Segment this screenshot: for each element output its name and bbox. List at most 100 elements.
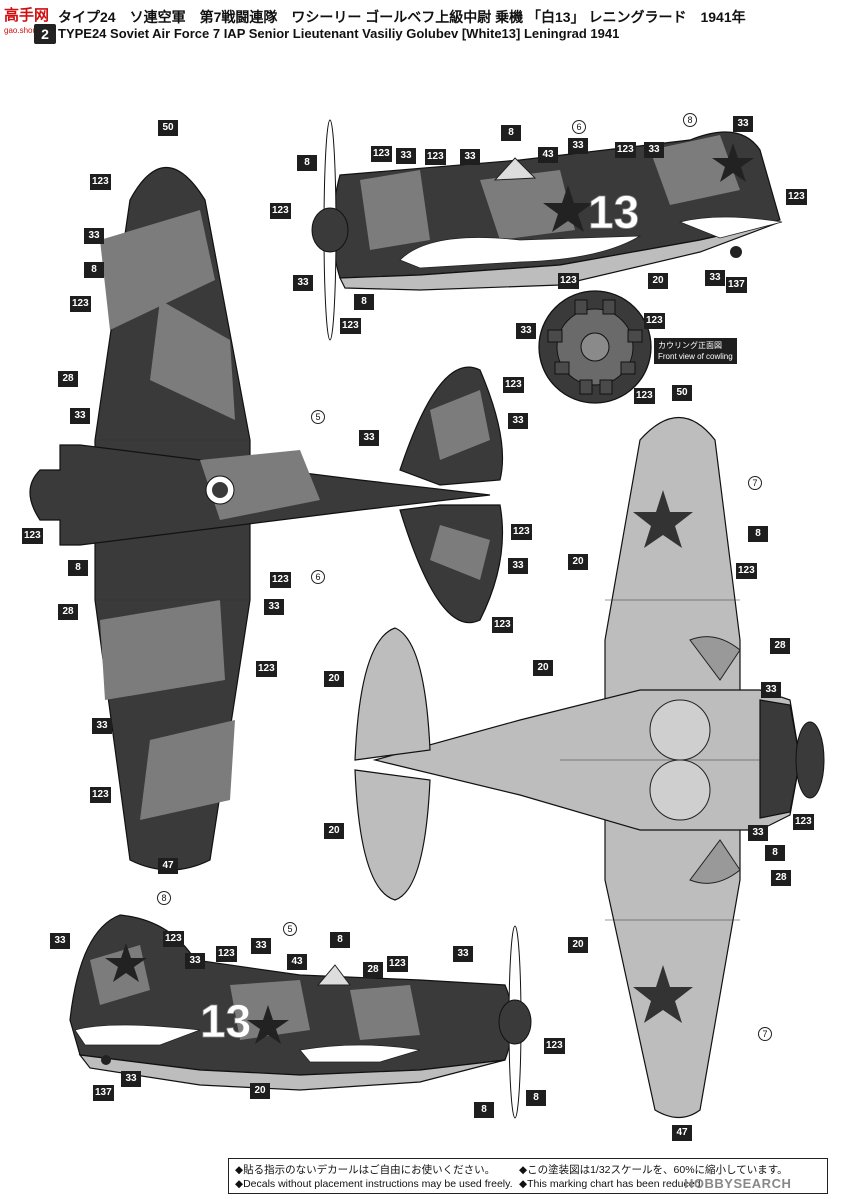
callout-label: 33 bbox=[705, 270, 725, 286]
callout-label: 28 bbox=[58, 604, 78, 620]
callout-label: 47 bbox=[672, 1125, 692, 1141]
callout-label: 137 bbox=[726, 277, 747, 293]
callout-label: 47 bbox=[158, 858, 178, 874]
callout-label: 50 bbox=[672, 385, 692, 401]
callout-label: 33 bbox=[508, 413, 528, 429]
callout-label: 43 bbox=[538, 147, 558, 163]
callout-label: 123 bbox=[544, 1038, 565, 1054]
callout-label: 20 bbox=[648, 273, 668, 289]
footer-notes: ◆貼る指示のないデカールはご自由にお使いください。 ◆Decals withou… bbox=[228, 1158, 828, 1194]
callout-label: 123 bbox=[70, 296, 91, 312]
callout-label: 33 bbox=[121, 1071, 141, 1087]
footer-note2-jp: ◆この塗装図は1/32スケールを、60%に縮小しています。 bbox=[519, 1164, 788, 1176]
callout-label: 123 bbox=[371, 146, 392, 162]
header-title-jp: タイプ24 ソ連空軍 第7戦闘連隊 ワシーリー ゴールベフ上級中尉 乗機 「白1… bbox=[58, 9, 746, 25]
callout-label: 8 bbox=[297, 155, 317, 171]
callout-label: 123 bbox=[90, 787, 111, 803]
decal-ref: 7 bbox=[748, 476, 762, 490]
bottom-view-aircraft bbox=[354, 417, 825, 1119]
callout-label: 20 bbox=[324, 823, 344, 839]
callout-label: 8 bbox=[501, 125, 521, 141]
fuselage-number-right: 13 bbox=[200, 995, 251, 1047]
callout-label: 8 bbox=[765, 845, 785, 861]
callout-label: 33 bbox=[293, 275, 313, 291]
callout-label: 33 bbox=[761, 682, 781, 698]
watermark-site-mark: HOBBYSEARCH bbox=[684, 1176, 792, 1191]
callout-label: 20 bbox=[568, 554, 588, 570]
decal-ref: 6 bbox=[311, 570, 325, 584]
callout-label: 123 bbox=[387, 956, 408, 972]
callout-label: 8 bbox=[474, 1102, 494, 1118]
top-view-aircraft bbox=[29, 166, 504, 871]
callout-label: 33 bbox=[508, 558, 528, 574]
callout-label: 33 bbox=[185, 953, 205, 969]
callout-label: 123 bbox=[511, 524, 532, 540]
callout-label: 123 bbox=[793, 814, 814, 830]
callout-label: 33 bbox=[251, 938, 271, 954]
callout-label: 33 bbox=[396, 148, 416, 164]
watermark-logo-text: 高手网 bbox=[4, 7, 50, 24]
callout-label: 20 bbox=[568, 937, 588, 953]
cowling-note-en: Front view of cowling bbox=[658, 352, 733, 361]
callout-label: 123 bbox=[634, 388, 655, 404]
decal-ref: 5 bbox=[311, 410, 325, 424]
callout-label: 123 bbox=[256, 661, 277, 677]
callout-label: 8 bbox=[84, 262, 104, 278]
callout-label: 33 bbox=[359, 430, 379, 446]
footer-note1-jp: ◆貼る指示のないデカールはご自由にお使いください。 bbox=[235, 1164, 496, 1176]
callout-label: 123 bbox=[90, 174, 111, 190]
decal-ref: 8 bbox=[683, 113, 697, 127]
callout-label: 43 bbox=[287, 954, 307, 970]
decal-ref: 8 bbox=[157, 891, 171, 905]
callout-label: 123 bbox=[558, 273, 579, 289]
callout-label: 123 bbox=[736, 563, 757, 579]
type-badge: 2 bbox=[34, 24, 56, 44]
callout-label: 33 bbox=[264, 599, 284, 615]
cowling-note: カウリング正面図 Front view of cowling bbox=[654, 338, 737, 364]
callout-label: 123 bbox=[163, 931, 184, 947]
callout-label: 123 bbox=[492, 617, 513, 633]
callout-label: 33 bbox=[516, 323, 536, 339]
header-title-en: TYPE24 Soviet Air Force 7 IAP Senior Lie… bbox=[58, 26, 620, 41]
callout-label: 123 bbox=[425, 149, 446, 165]
decal-ref: 7 bbox=[758, 1027, 772, 1041]
callout-label: 123 bbox=[270, 572, 291, 588]
callout-label: 8 bbox=[68, 560, 88, 576]
callout-label: 33 bbox=[84, 228, 104, 244]
left-side-view-aircraft bbox=[311, 119, 783, 341]
decal-ref: 5 bbox=[283, 922, 297, 936]
callout-label: 33 bbox=[70, 408, 90, 424]
callout-label: 33 bbox=[733, 116, 753, 132]
callout-label: 33 bbox=[92, 718, 112, 734]
callout-label: 33 bbox=[50, 933, 70, 949]
callout-label: 8 bbox=[526, 1090, 546, 1106]
callout-label: 8 bbox=[354, 294, 374, 310]
footer-note2-en: ◆This marking chart has been reduced bbox=[519, 1178, 701, 1190]
callout-label: 20 bbox=[250, 1083, 270, 1099]
footer-note1-en: ◆Decals without placement instructions m… bbox=[235, 1178, 513, 1190]
watermark-logo-url: gao.shou.com bbox=[4, 26, 55, 35]
callout-label: 123 bbox=[786, 189, 807, 205]
decal-ref: 6 bbox=[572, 120, 586, 134]
callout-label: 137 bbox=[93, 1085, 114, 1101]
fuselage-number-left: 13 bbox=[588, 186, 639, 238]
callout-label: 123 bbox=[340, 318, 361, 334]
callout-label: 123 bbox=[615, 142, 636, 158]
callout-label: 28 bbox=[58, 371, 78, 387]
callout-label: 8 bbox=[330, 932, 350, 948]
cowling-front-view bbox=[538, 290, 652, 404]
callout-label: 123 bbox=[644, 313, 665, 329]
callout-label: 33 bbox=[748, 825, 768, 841]
callout-label: 50 bbox=[158, 120, 178, 136]
callout-label: 123 bbox=[22, 528, 43, 544]
callout-label: 123 bbox=[503, 377, 524, 393]
callout-label: 20 bbox=[533, 660, 553, 676]
callout-label: 123 bbox=[270, 203, 291, 219]
callout-label: 33 bbox=[644, 142, 664, 158]
callout-label: 33 bbox=[453, 946, 473, 962]
callout-label: 28 bbox=[363, 962, 383, 978]
callout-label: 28 bbox=[770, 638, 790, 654]
callout-label: 123 bbox=[216, 946, 237, 962]
